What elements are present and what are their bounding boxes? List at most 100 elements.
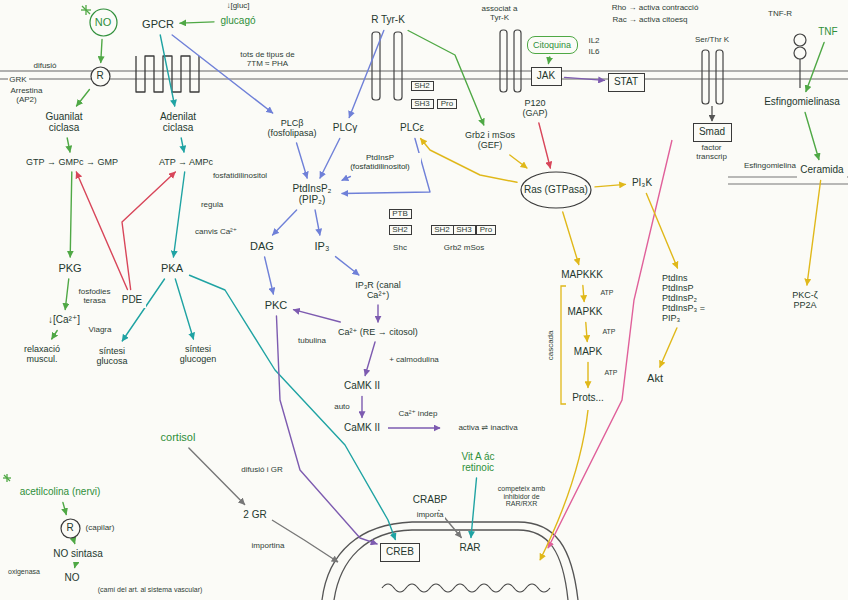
signal-connector bbox=[336, 257, 359, 275]
note-label: Grb2 mSos bbox=[442, 244, 486, 253]
pathway-node: Vit A ác retinoic bbox=[448, 449, 508, 475]
note-label: factor transcrip bbox=[689, 144, 735, 162]
dna-symbol bbox=[382, 584, 550, 592]
pathway-node: PLCε bbox=[397, 121, 427, 136]
signal-connector bbox=[297, 143, 308, 178]
node-text: Akt bbox=[647, 372, 663, 384]
pathway-node: RAR bbox=[456, 541, 484, 556]
node-text: cortisol bbox=[161, 431, 196, 443]
node-text: RAR bbox=[459, 542, 480, 553]
pathway-node: relaxació muscul. bbox=[17, 342, 67, 366]
pathway-node: Guanilat ciclasa bbox=[39, 109, 89, 135]
signal-connector bbox=[660, 328, 677, 367]
node-text: Smad bbox=[699, 126, 725, 137]
note-label: IL6 bbox=[587, 48, 602, 57]
signal-connector bbox=[73, 542, 75, 544]
note-label: importa bbox=[415, 511, 445, 520]
node-text: PtdInsP (fosfatidilinositol) bbox=[341, 154, 419, 172]
signal-connector bbox=[583, 286, 584, 302]
note-label: Viagra bbox=[87, 326, 113, 335]
pathway-node: síntesi glucosa bbox=[89, 344, 135, 368]
tnf-receptor-symbol bbox=[794, 34, 806, 46]
node-text: CaMK II bbox=[344, 380, 380, 391]
pathway-node: NO bbox=[62, 571, 83, 586]
pathway-node: R Tyr-K bbox=[368, 13, 408, 28]
cell-membrane bbox=[0, 71, 848, 79]
pathway-node: 2 GR bbox=[240, 508, 270, 523]
signal-connector bbox=[807, 181, 821, 286]
signal-connector bbox=[52, 331, 58, 340]
note-label: + calmodulina bbox=[388, 356, 441, 365]
signal-connector bbox=[315, 210, 320, 235]
signal-connector bbox=[365, 342, 375, 376]
domain-box-label: SH2 bbox=[431, 225, 454, 236]
node-text: PLCγ bbox=[333, 122, 357, 133]
signal-connector bbox=[74, 565, 76, 568]
note-label: Shc bbox=[392, 244, 409, 253]
circle-node: R bbox=[60, 518, 81, 539]
membrane-line bbox=[0, 78, 848, 79]
pathway-node: PKC bbox=[262, 297, 291, 313]
pathway-node: IP₃ bbox=[312, 238, 333, 254]
note-label: Arrestina (AP2) bbox=[7, 87, 47, 105]
pathway-node: MAPKKK bbox=[558, 268, 606, 283]
node-outline-shape bbox=[91, 67, 110, 86]
signal-connector bbox=[189, 448, 245, 505]
note-label: Ser/Thr K bbox=[693, 36, 731, 45]
node-text: GTP → GMPc → GMP bbox=[26, 157, 118, 167]
node-text: GPCR bbox=[142, 18, 174, 30]
note-label: Ca²⁺ indep bbox=[397, 410, 439, 419]
signal-connector bbox=[294, 310, 341, 322]
node-text: acetilcolina (nervi) bbox=[20, 486, 101, 497]
note-label: competeix amb inhibidor de RAR/RXR bbox=[491, 485, 553, 508]
note-label: IL2 bbox=[587, 37, 602, 46]
node-text: CREB bbox=[386, 546, 414, 557]
signal-connector bbox=[77, 90, 90, 107]
note-label: GRK bbox=[8, 76, 29, 85]
pathway-node: cortisol bbox=[158, 429, 199, 445]
note-label: tots de tipus de 7TM ≈ PHA bbox=[231, 51, 305, 69]
signal-connector bbox=[471, 478, 477, 538]
tnf-receptor-stalk bbox=[799, 59, 800, 88]
node-text: R bbox=[96, 70, 103, 81]
node-text: ATP → AMPc bbox=[159, 157, 213, 167]
nuclear-envelope bbox=[322, 522, 578, 600]
process-box: CREB bbox=[380, 543, 420, 562]
pathway-node: PLCγ bbox=[330, 121, 361, 136]
serthr-receptor-symbol bbox=[702, 50, 709, 104]
membrane-line bbox=[0, 70, 848, 71]
process-box: JAK bbox=[531, 67, 562, 86]
pathway-node: IP₃R (canal Ca²⁺) bbox=[346, 278, 410, 302]
pathway-node: Esfingomielinasa bbox=[761, 95, 843, 110]
pathway-node: CaMK II bbox=[341, 421, 384, 436]
node-text: DAG bbox=[250, 240, 274, 252]
node-text: IP₃ bbox=[315, 240, 330, 252]
node-text: Ras (GTPasa) bbox=[524, 184, 588, 195]
node-text: JAK bbox=[537, 70, 555, 81]
signal-connector bbox=[160, 35, 174, 106]
node-text: Adenilat ciclasa bbox=[155, 111, 201, 133]
pathway-node: MAPKK bbox=[564, 305, 606, 320]
pathway-node: CaMK II bbox=[341, 379, 384, 394]
node-text: NO bbox=[95, 16, 112, 28]
signal-connector bbox=[806, 43, 824, 92]
domain-box-label: Pro bbox=[437, 99, 457, 110]
pathway-node: CRABP bbox=[410, 493, 451, 508]
signal-connector bbox=[190, 275, 396, 539]
pathway-node: Prots... bbox=[569, 391, 607, 406]
pathway-node: síntesi glucogen bbox=[174, 342, 222, 366]
note-label: cascada bbox=[547, 328, 556, 361]
signal-connector bbox=[595, 184, 626, 186]
pathway-node: Grb2 i mSos (GEF) bbox=[460, 128, 520, 152]
node-text: PKG bbox=[58, 262, 81, 274]
signal-connector bbox=[70, 172, 72, 257]
signal-connector bbox=[646, 194, 677, 269]
node-outline-shape bbox=[61, 519, 80, 538]
node-text: Prots... bbox=[572, 392, 604, 403]
pathway-node: glucagó bbox=[217, 14, 259, 29]
node-text: CRABP bbox=[413, 494, 447, 505]
tnf-receptor-symbol bbox=[794, 47, 806, 59]
node-text: relaxació muscul. bbox=[19, 344, 65, 364]
node-text: síntesi glucosa bbox=[91, 346, 133, 366]
pathway-node: Adenilat ciclasa bbox=[153, 109, 203, 135]
